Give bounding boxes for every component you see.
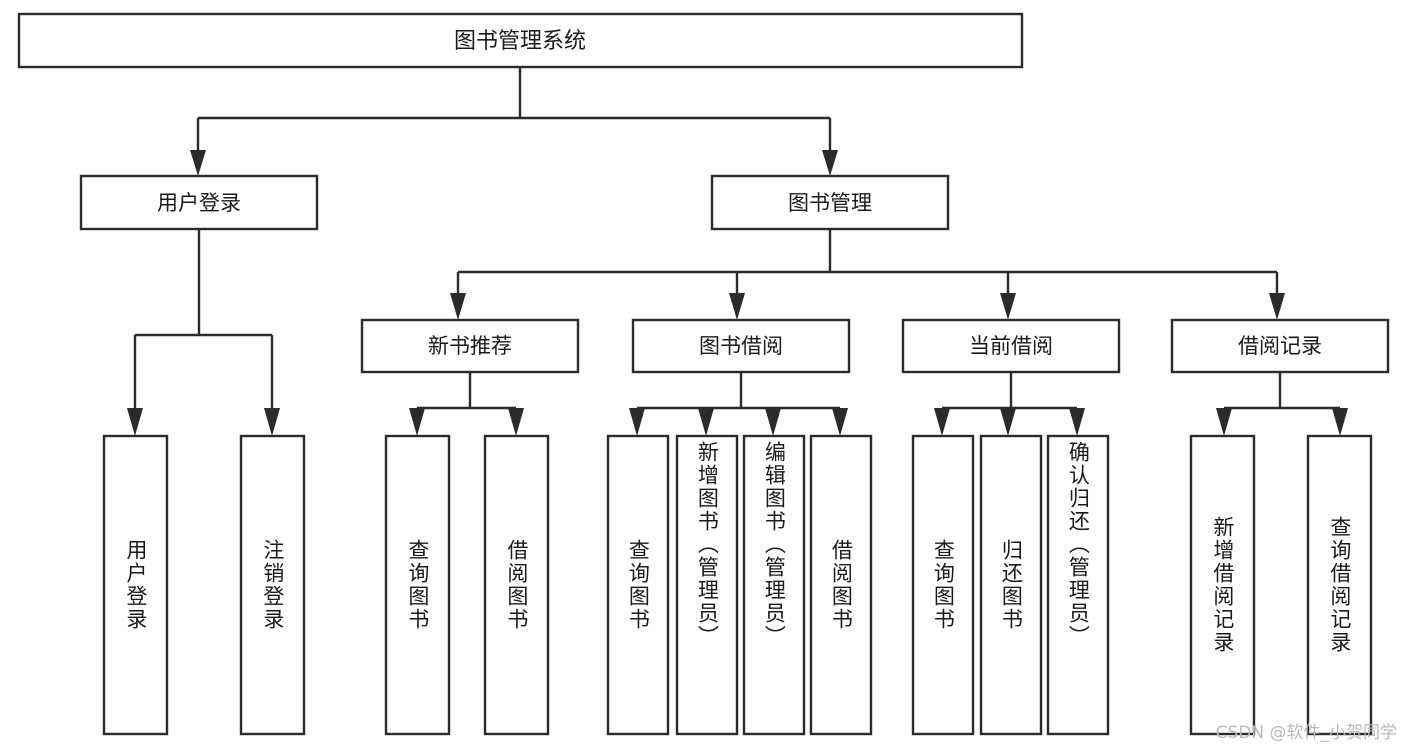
connector-book-management-to-level3	[450, 229, 1285, 320]
leaf-box-bb-edit-book[interactable]	[742, 434, 806, 736]
connector-root-to-level2	[190, 67, 838, 176]
leaf-box-cb-query-book[interactable]	[911, 434, 975, 736]
root-label: 图书管理系统	[454, 29, 586, 54]
book-borrow-label: 图书借阅	[699, 334, 783, 358]
leaf-box-logout[interactable]	[239, 434, 306, 736]
book-management-label: 图书管理	[788, 191, 872, 215]
borrow-record-label: 借阅记录	[1238, 334, 1322, 358]
arrow-to-book-borrow	[729, 293, 745, 320]
node-user-login[interactable]: 用户登录	[79, 174, 319, 231]
connector-borrow-record-to-leaves	[1216, 372, 1348, 436]
arrow-to-logout-leaf	[264, 408, 280, 436]
user-login-label: 用户登录	[157, 191, 241, 215]
arrow-to-bb-leaf-4	[832, 408, 848, 436]
arrow-to-cb-leaf-1	[934, 408, 950, 436]
node-root[interactable]: 图书管理系统	[17, 12, 1024, 69]
node-new-book-recommend[interactable]: 新书推荐	[360, 318, 580, 374]
user-login-box	[79, 174, 319, 231]
leaf-box-cb-return-book[interactable]	[979, 434, 1043, 736]
arrow-to-bb-leaf-3	[765, 408, 781, 436]
node-book-management[interactable]: 图书管理	[710, 174, 950, 231]
new-book-recommend-box	[360, 318, 580, 374]
connector-book-borrow-to-leaves	[629, 372, 848, 436]
arrow-to-book-management	[822, 150, 838, 176]
node-current-borrow[interactable]: 当前借阅	[901, 318, 1121, 374]
leaf-box-bb-add-book[interactable]	[675, 434, 739, 736]
new-book-recommend-label: 新书推荐	[428, 334, 512, 358]
leaf-box-user-login[interactable]	[102, 434, 169, 736]
leaf-box-bb-query-book[interactable]	[606, 434, 670, 736]
current-borrow-label: 当前借阅	[969, 334, 1053, 358]
arrow-to-br-leaf-1	[1216, 408, 1232, 436]
node-borrow-record[interactable]: 借阅记录	[1170, 318, 1390, 374]
arrow-to-current-borrow	[1000, 293, 1016, 320]
current-borrow-box	[901, 318, 1121, 374]
node-book-borrow[interactable]: 图书借阅	[631, 318, 851, 374]
leaf-box-br-add-record[interactable]	[1189, 434, 1256, 736]
arrow-to-cb-leaf-3	[1069, 408, 1085, 436]
root-box	[17, 12, 1024, 69]
arrow-to-bb-leaf-2	[698, 408, 714, 436]
arrow-to-user-login	[190, 150, 206, 176]
leaf-box-nbr-borrow-book[interactable]	[483, 434, 550, 736]
arrow-to-nbr-leaf-1	[409, 408, 425, 436]
arrow-to-new-book-recommend	[450, 293, 466, 320]
connector-current-borrow-to-leaves	[934, 372, 1085, 436]
connector-new-book-recommend-to-leaves	[409, 372, 524, 436]
arrow-to-user-login-leaf	[127, 408, 143, 436]
arrow-to-cb-leaf-2	[1000, 408, 1016, 436]
leaf-box-nbr-query-book[interactable]	[384, 434, 451, 736]
connector-user-login-to-leaves	[127, 229, 280, 436]
arrow-to-br-leaf-2	[1332, 408, 1348, 436]
leaf-box-cb-confirm-return[interactable]	[1046, 434, 1110, 736]
arrow-to-nbr-leaf-2	[508, 408, 524, 436]
leaf-box-bb-borrow-book[interactable]	[809, 434, 873, 736]
arrow-to-bb-leaf-1	[629, 408, 645, 436]
arrow-to-borrow-record	[1269, 293, 1285, 320]
leaf-box-br-query-record[interactable]	[1306, 434, 1373, 736]
